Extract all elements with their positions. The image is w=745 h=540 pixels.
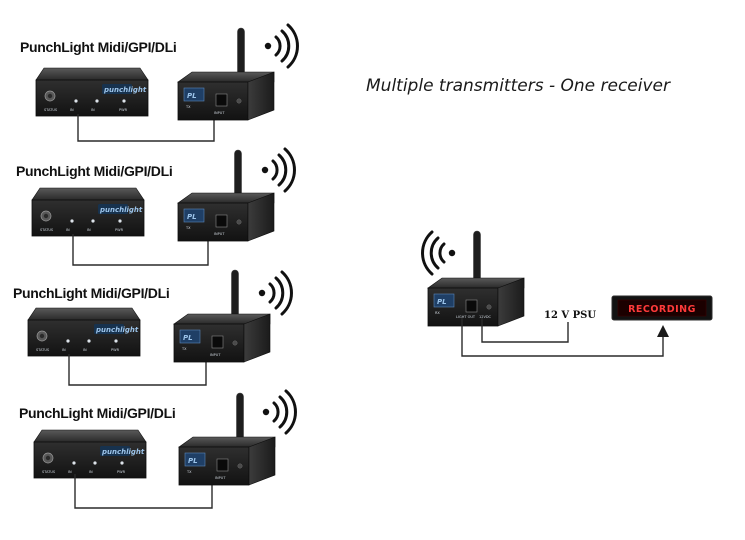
wireless-signal-icon [263,23,299,69]
wireless-signal-icon [257,270,293,316]
unit-port-label: IN [83,348,87,352]
receiver-badge: PL [437,298,447,306]
transmitter-box: PL TX INPUT [173,313,271,363]
transmitter-port-label: INPUT [214,111,225,115]
unit-label: PunchLight Midi/GPI/DLi [19,405,175,421]
recording-sign-text: RECORDING [628,304,696,315]
transmitter-code: TX [185,226,191,230]
transmitter-port-label: INPUT [214,232,225,236]
unit-brand: punchlight [95,326,139,334]
unit-port-label: STATUS [42,470,56,474]
input-cable [68,354,207,386]
arrow-head [657,325,669,337]
wireless-signal-icon [421,230,457,276]
unit-port-label: PWR [111,348,120,352]
unit-port-label: IN [91,108,95,112]
unit-label: PunchLight Midi/GPI/DLi [20,39,176,55]
unit-port-label: PWR [117,470,126,474]
unit-brand: punchlight [103,86,147,94]
unit-port-label: STATUS [44,108,58,112]
transmitter-port-label: INPUT [215,476,226,480]
unit-port-label: STATUS [40,228,54,232]
wireless-signal-icon [260,147,296,193]
transmitter-badge: PL [187,213,197,221]
transmitter-port-label: INPUT [210,353,221,357]
receiver-port-light-out: LIGHT OUT [456,315,476,319]
transmitter-badge: PL [183,334,193,342]
diagram-heading: Multiple transmitters - One receiver [366,76,670,96]
transmitter-box: PL TX INPUT [177,192,275,242]
recording-sign: RECORDING [611,295,713,321]
unit-brand: punchlight [101,448,145,456]
receiver-port-12vdc: 12VDC [479,315,492,319]
psu-cable [481,318,569,343]
receiver-group: PL RX LIGHT OUT 12VDC 12 V PSU RECORDING [421,230,713,357]
light-out-cable [461,318,664,357]
transmitter-badge: PL [187,92,197,100]
input-cable [74,474,213,509]
unit-port-label: IN [62,348,66,352]
unit-port-label: IN [87,228,91,232]
unit-label: PunchLight Midi/GPI/DLi [13,285,169,301]
input-cable [72,234,209,266]
unit-port-label: IN [68,470,72,474]
input-cable [77,114,215,142]
unit-port-label: IN [66,228,70,232]
unit-port-label: PWR [115,228,124,232]
unit-port-label: IN [89,470,93,474]
transmitter-code: TX [186,470,192,474]
wireless-signal-icon [261,389,297,435]
unit-brand: punchlight [99,206,143,214]
unit-port-label: STATUS [36,348,50,352]
receiver-box: PL RX LIGHT OUT 12VDC [427,277,525,327]
transmitter-box: PL TX INPUT [178,436,276,486]
unit-label: PunchLight Midi/GPI/DLi [16,163,172,179]
unit-port-label: IN [70,108,74,112]
receiver-code: RX [435,311,440,315]
transmitter-badge: PL [188,457,198,465]
transmitter-box: PL TX INPUT [177,71,275,121]
transmitter-code: TX [181,347,187,351]
transmitter-code: TX [185,105,191,109]
unit-port-label: PWR [119,108,128,112]
psu-label: 12 V PSU [544,310,596,321]
